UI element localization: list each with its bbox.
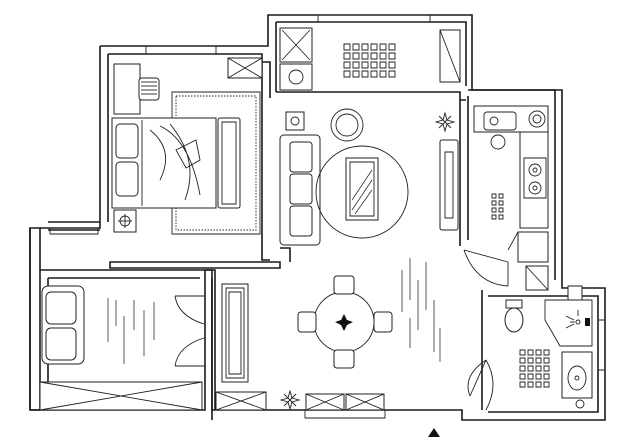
- floor-tile: [544, 366, 549, 371]
- floor-tile: [362, 44, 368, 50]
- chair-icon: [139, 78, 159, 100]
- floor-tile: [492, 194, 496, 198]
- floor-tile: [528, 366, 533, 371]
- coffee-table: [346, 158, 378, 220]
- floor-tile: [380, 53, 386, 59]
- plant-icon: [281, 391, 299, 409]
- stove-icon: [524, 158, 546, 198]
- north-arrow-icon: [428, 428, 440, 437]
- bathroom: [468, 286, 592, 410]
- floor-tile: [520, 350, 525, 355]
- floor-texture: [402, 258, 440, 362]
- floor-tile: [499, 215, 503, 219]
- fridge: [518, 232, 548, 262]
- floor-tile: [344, 62, 350, 68]
- floor-tile: [544, 350, 549, 355]
- floor-tile: [380, 62, 386, 68]
- floor-tile-pattern: [344, 44, 395, 77]
- floor-tile: [362, 53, 368, 59]
- floor-tile: [344, 44, 350, 50]
- floor-tile: [520, 366, 525, 371]
- floor-tile: [528, 358, 533, 363]
- floor-texture: [108, 298, 154, 364]
- floor-tile: [389, 53, 395, 59]
- floor-tile: [528, 374, 533, 379]
- dining-table-icon: [298, 276, 392, 368]
- floor-tile: [353, 44, 359, 50]
- kitchen: [464, 106, 548, 290]
- floor-tile-pattern: [520, 350, 549, 387]
- floor-tile: [520, 374, 525, 379]
- floor-tile: [536, 358, 541, 363]
- swing-door-icon: [175, 296, 205, 366]
- floor-tile: [389, 62, 395, 68]
- windows: [50, 15, 605, 418]
- floor-tile: [492, 201, 496, 205]
- sink-icon: [484, 112, 516, 130]
- floor-tile: [536, 382, 541, 387]
- floor-tile: [520, 382, 525, 387]
- second-bedroom: [40, 286, 205, 410]
- floor-tile: [344, 53, 350, 59]
- balcony: [280, 28, 460, 90]
- round-side-table: [331, 109, 363, 141]
- plant-icon: [436, 113, 454, 131]
- swing-door-icon: [468, 360, 493, 410]
- washbasin-icon: [562, 352, 592, 398]
- floor-tile: [544, 382, 549, 387]
- desk: [114, 64, 140, 114]
- floor-tile: [544, 358, 549, 363]
- toilet-icon: [505, 300, 523, 332]
- floor-tile: [536, 366, 541, 371]
- round-rug: [316, 146, 408, 238]
- double-bed-icon: [112, 118, 240, 208]
- floor-tile: [499, 194, 503, 198]
- tv-console: [440, 140, 458, 230]
- floor-tile: [528, 382, 533, 387]
- living-room: [280, 109, 458, 245]
- floor-tile: [499, 201, 503, 205]
- floor-tile: [344, 71, 350, 77]
- floor-tile: [389, 44, 395, 50]
- floor-tile: [353, 71, 359, 77]
- floor-tile-pattern: [492, 194, 503, 219]
- sofa-icon: [280, 135, 320, 245]
- shower-icon: [545, 300, 592, 346]
- sofa-icon: [42, 286, 84, 364]
- floor-tile: [528, 350, 533, 355]
- floor-tile: [389, 71, 395, 77]
- floor-tile: [544, 374, 549, 379]
- floor-tile: [371, 53, 377, 59]
- floor-tile: [380, 71, 386, 77]
- floor-tile: [520, 358, 525, 363]
- floor-tile: [499, 208, 503, 212]
- floor-tile: [362, 71, 368, 77]
- floor-tile: [353, 62, 359, 68]
- floor-tile: [353, 53, 359, 59]
- floor-tile: [380, 44, 386, 50]
- kitchen-counter: [474, 106, 548, 132]
- floor-tile: [492, 208, 496, 212]
- floor-tile: [492, 215, 496, 219]
- floor-tile: [371, 44, 377, 50]
- swing-door-icon: [464, 250, 508, 286]
- bedroom: [112, 58, 262, 234]
- floor-tile: [536, 374, 541, 379]
- floor-tile: [371, 62, 377, 68]
- floor-tile: [362, 62, 368, 68]
- floor-tile: [536, 350, 541, 355]
- floor-tile: [371, 71, 377, 77]
- utility-sink: [280, 64, 312, 90]
- dining-area: [216, 258, 440, 410]
